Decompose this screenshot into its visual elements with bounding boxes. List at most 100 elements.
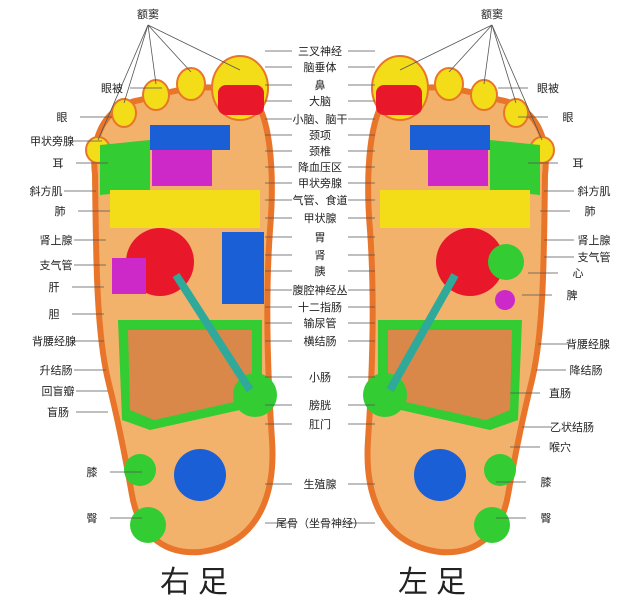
left-foot-label: 眼 — [563, 111, 574, 124]
right-toe-3 — [142, 79, 170, 111]
center-label: 横结肠 — [304, 334, 337, 348]
right-foot-label: 肺 — [55, 205, 66, 218]
center-label: 鼻 — [315, 78, 326, 92]
right-foot-label: 支气管 — [40, 258, 73, 272]
right-ear-zone — [100, 140, 150, 195]
left-knee-zone — [484, 454, 516, 486]
leader-line — [97, 24, 149, 141]
left-ureter — [386, 273, 459, 392]
left-heart-zone — [488, 244, 524, 280]
left-foot-label: 臀 — [541, 512, 552, 525]
left-toe-3 — [470, 79, 498, 111]
center-label: 气管、食道 — [293, 193, 348, 207]
leader-line — [448, 24, 493, 73]
center-label: 尾骨（坐骨神经） — [276, 516, 364, 530]
center-label: 生殖腺 — [304, 477, 337, 491]
right-foot-label: 眼 — [57, 111, 68, 124]
leader-line — [491, 24, 543, 141]
right-knee-zone — [124, 454, 156, 486]
leader-line — [483, 24, 493, 85]
left-genital-zone — [414, 449, 466, 501]
center-label: 降血压区 — [298, 160, 342, 174]
left-foot-label: 肾上腺 — [578, 233, 611, 247]
left-foot-label: 心 — [573, 267, 584, 280]
right-liver-zone — [112, 258, 146, 294]
left-foot-label: 斜方肌 — [578, 184, 611, 198]
center-label: 小肠 — [309, 371, 331, 384]
left-eye-zone — [410, 125, 490, 150]
title-left-foot: 左足 — [398, 565, 474, 600]
right-hip-zone — [130, 507, 166, 543]
right-toe-4 — [111, 98, 137, 128]
left-foot-label: 直肠 — [549, 386, 571, 400]
right-foot-label: 肝 — [49, 281, 60, 294]
center-label: 膀胱 — [309, 398, 331, 412]
right-foot-label: 眼被 — [101, 82, 123, 95]
left-hip-zone — [474, 507, 510, 543]
right-intestine — [128, 330, 252, 420]
left-trapezius-zone — [428, 150, 488, 186]
center-label: 十二指肠 — [298, 300, 342, 314]
right-trapezius-zone — [152, 150, 212, 186]
label-layer: 三叉神经脑垂体鼻大脑小脑、脑干颈项颈椎降血压区甲状旁腺气管、食道甲状腺胃肾胰腹腔… — [30, 8, 611, 530]
center-label: 脑垂体 — [304, 60, 337, 74]
leader-line — [399, 24, 493, 71]
center-label: 颈椎 — [309, 144, 331, 158]
center-label: 肾 — [315, 249, 326, 262]
left-lung-zone — [380, 190, 530, 228]
left-foot-label: 耳 — [573, 157, 584, 170]
center-label: 小脑、脑干 — [293, 113, 348, 126]
left-foot-label: 喉穴 — [549, 440, 571, 454]
right-foot-label: 胆 — [49, 308, 60, 321]
center-label: 胰 — [315, 264, 326, 278]
title-right-foot: 右足 — [160, 565, 236, 600]
leader-line — [147, 24, 241, 71]
center-label: 胃 — [315, 231, 326, 244]
left-brain-zone — [376, 85, 422, 115]
center-label: 腹腔神经丛 — [293, 283, 348, 297]
right-foot-label: 耳 — [53, 157, 64, 170]
center-label: 输尿管 — [304, 316, 337, 330]
center-label: 甲状腺 — [304, 211, 337, 225]
right-foot-label: 盲肠 — [47, 405, 69, 419]
right-toe-2 — [176, 67, 206, 101]
left-foot-label: 支气管 — [578, 250, 611, 264]
center-label: 肛门 — [309, 417, 331, 431]
center-label: 颈项 — [309, 129, 331, 142]
leader-line — [491, 24, 517, 104]
left-spleen-zone — [495, 290, 515, 310]
right-foot-label: 甲状旁腺 — [30, 134, 74, 148]
right-stomach-zone — [222, 232, 264, 304]
right-foot-label: 斜方肌 — [30, 184, 63, 198]
center-label: 甲状旁腺 — [298, 176, 342, 190]
left-foot-label: 降结肠 — [570, 363, 603, 377]
right-foot-label: 额窦 — [137, 8, 159, 21]
left-foot — [363, 55, 555, 556]
right-genital-zone — [174, 449, 226, 501]
leader-line — [147, 24, 157, 85]
leader-line — [147, 24, 192, 73]
right-brain-zone — [218, 85, 264, 115]
right-ureter — [172, 272, 254, 393]
left-foot-label: 乙状结肠 — [550, 420, 594, 434]
left-toe-4 — [503, 98, 529, 128]
left-foot-label: 眼被 — [537, 82, 559, 95]
right-eye-zone — [150, 125, 230, 150]
left-foot-label: 脾 — [567, 288, 578, 302]
center-label: 三叉神经 — [298, 44, 342, 58]
center-label: 大脑 — [309, 94, 331, 108]
left-intestine — [388, 330, 512, 420]
right-foot-label: 肾上腺 — [40, 233, 73, 247]
right-foot-label: 膝 — [87, 466, 98, 479]
right-foot-label: 升结肠 — [40, 364, 73, 377]
right-foot-label: 回盲瓣 — [42, 384, 75, 398]
right-foot-label: 背腰经腺 — [32, 334, 76, 348]
right-lung-zone — [110, 190, 260, 228]
left-toe-2 — [434, 67, 464, 101]
leader-lines — [64, 24, 574, 524]
leader-line — [123, 24, 149, 104]
right-foot — [85, 55, 277, 556]
left-foot-label: 肺 — [585, 205, 596, 218]
